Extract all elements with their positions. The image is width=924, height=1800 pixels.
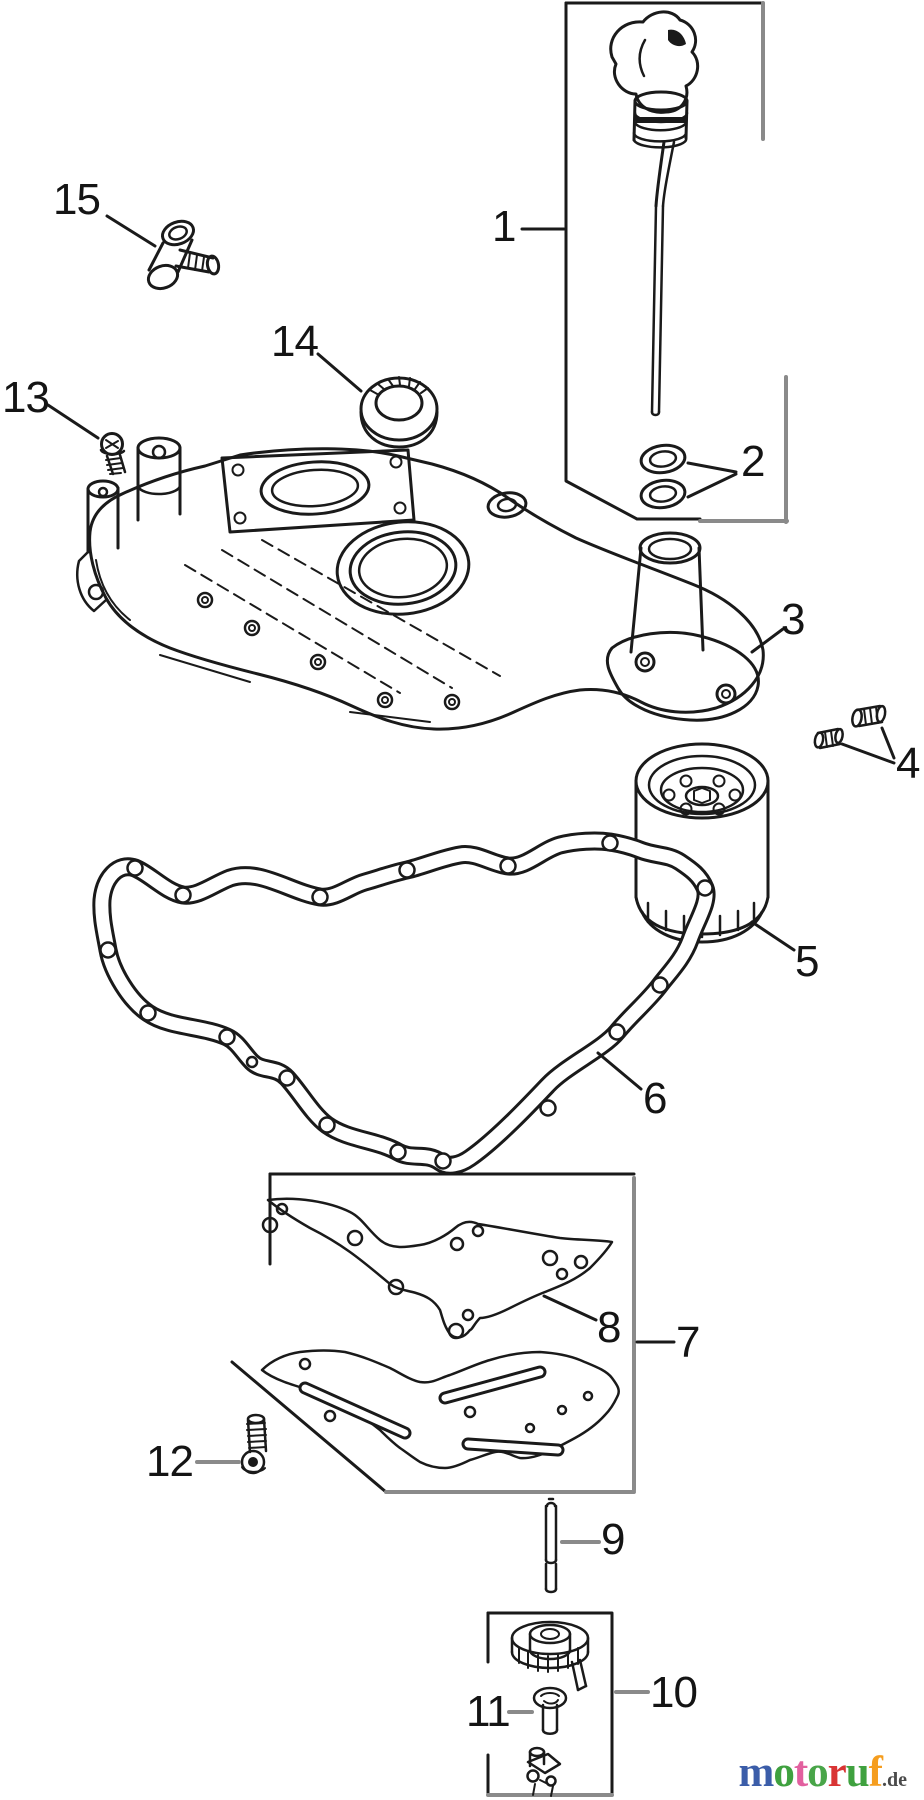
logo-letter: m — [738, 1749, 775, 1796]
baffle-box-frame — [230, 1172, 636, 1494]
part-6-gasket — [92, 831, 716, 1175]
callout-2: 2 — [741, 437, 766, 486]
callout-5: 5 — [795, 937, 820, 986]
part-11-pin — [532, 1686, 568, 1735]
logo-letter: u — [845, 1749, 870, 1796]
callout-7: 7 — [676, 1318, 701, 1367]
logo-letter: o — [773, 1749, 794, 1796]
callout-1: 1 — [492, 202, 517, 251]
logo-tld: .de — [882, 1769, 907, 1791]
dipstick-box-frame — [564, 1, 789, 524]
callout-11: 11 — [466, 1687, 511, 1736]
callout-9: 9 — [601, 1515, 626, 1564]
leader-lines — [46, 214, 896, 1714]
callout-12: 12 — [146, 1437, 194, 1486]
part-7-baffle-plate — [260, 1349, 620, 1470]
part-13-screw — [99, 432, 127, 476]
governor-box-frame — [486, 1611, 614, 1797]
part-10-governor-gear — [510, 1620, 590, 1692]
part-8-baffle-plate — [261, 1197, 614, 1340]
part-14-seal — [359, 376, 439, 449]
part-3-oil-pan — [76, 436, 765, 731]
callout-3: 3 — [781, 595, 806, 644]
logo-letter: f — [868, 1749, 883, 1796]
logo-letter: t — [793, 1749, 808, 1796]
part-2-washers — [639, 443, 687, 510]
governor-weight-parts — [526, 1746, 562, 1797]
callout-8: 8 — [597, 1303, 622, 1352]
callout-14: 14 — [271, 317, 319, 366]
logo-letter: o — [807, 1749, 828, 1796]
part-9-stud — [544, 1497, 558, 1594]
part-1-dipstick — [609, 10, 700, 417]
callout-10: 10 — [650, 1668, 698, 1717]
part-15-fitting — [146, 219, 221, 291]
part-4-plugs — [813, 704, 887, 750]
callout-15: 15 — [53, 175, 101, 224]
logo-letter: r — [827, 1749, 847, 1796]
part-12-bolt — [240, 1413, 268, 1475]
motoruf-logo[interactable]: motoruf.de — [739, 1751, 908, 1794]
callout-6: 6 — [643, 1074, 668, 1123]
callout-13: 13 — [2, 373, 50, 422]
callout-4: 4 — [896, 739, 921, 788]
